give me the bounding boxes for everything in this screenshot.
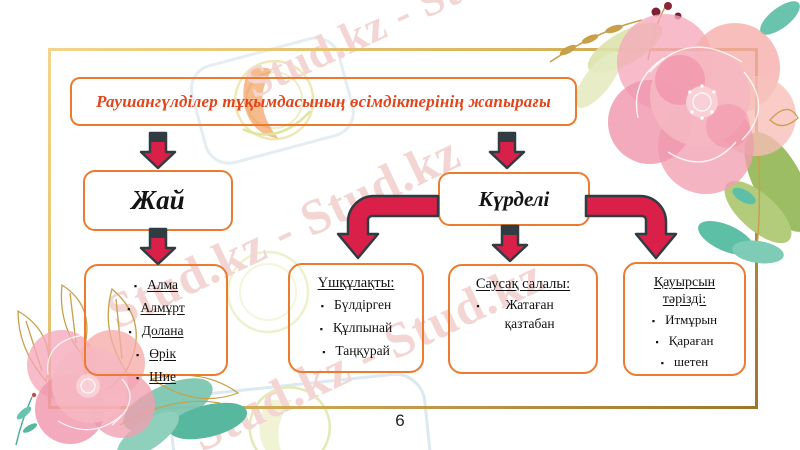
list-item: ▪ Долана [86,320,226,343]
list-item: ▪ Өрік [86,343,226,366]
list-item: ▪ Шие [86,366,226,389]
bullet-icon: ▪ [660,358,664,368]
list-pinnate: Қауырсын тәрізді: ▪ Итмұрын ▪ Қараған ▪ … [623,262,746,376]
list-heading: Үшқұлақты: [317,275,395,291]
bullet-icon: ▪ [128,327,132,337]
list-heading: Саусақ салалы: [475,276,571,292]
list-three-lobed: Үшқұлақты: ▪ Бүлдірген ▪ Құлпынай ▪ Таңқ… [288,263,424,373]
list-item: ▪ Қараған [625,331,744,352]
bullet-icon: ▪ [319,324,323,334]
list-simple-examples: ▪ Алма ▪ Алмұрт ▪ Долана ▪ Өрік ▪ Шие [84,264,228,384]
bullet-icon: ▪ [320,301,324,311]
node-simple-label: Жай [131,185,185,215]
title-box: Раушангүлділер тұқымдасының өсімдіктерін… [70,77,577,126]
list-palmate: Саусақ салалы: ▪ Жатаған қазтабан [448,264,598,374]
list-item: ▪ Бүлдірген [290,294,422,317]
bullet-icon: ▪ [133,281,138,291]
list-item: ▪ Алмұрт [86,297,226,320]
node-complex: Күрделі [438,172,590,226]
bullet-icon: ▪ [127,304,131,314]
list-item: ▪ Итмұрын [625,310,744,331]
node-complex-label: Күрделі [478,186,550,211]
node-simple: Жай [83,170,233,231]
page-number: 6 [395,411,405,430]
bullet-icon: ▪ [651,316,656,326]
list-item: ▪ Алма [86,274,226,297]
list-item: ▪ Құлпынай [290,317,422,340]
bullet-icon: ▪ [655,337,659,347]
bullet-icon: ▪ [135,350,140,360]
bullet-icon: ▪ [476,301,480,311]
list-item: ▪ шетен [625,352,744,373]
list-heading: Қауырсын тәрізді: [653,275,716,307]
bullet-icon: ▪ [135,373,140,383]
list-item: ▪ Жатаған қазтабан [476,297,555,331]
list-item: ▪ Таңқурай [290,340,422,363]
slide-title: Раушангүлділер тұқымдасының өсімдіктерін… [96,91,551,111]
bullet-icon: ▪ [322,347,326,357]
